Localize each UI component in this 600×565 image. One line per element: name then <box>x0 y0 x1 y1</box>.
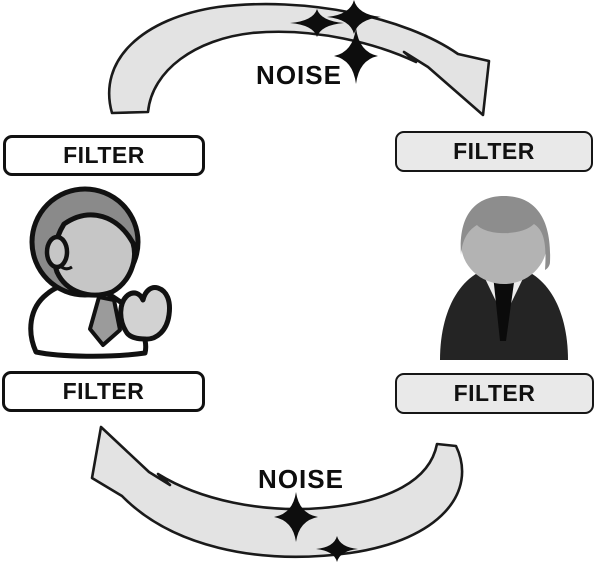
filter-label: FILTER <box>453 380 536 406</box>
bottom-noise-arrow-icon <box>90 425 464 562</box>
businessperson-hair <box>460 196 551 270</box>
sparkle-icon-group-top <box>290 0 381 84</box>
filter-box-bottom-right: FILTER <box>395 373 594 414</box>
businessperson-tie <box>493 266 515 341</box>
sparkle-icon-group-bottom <box>274 492 358 562</box>
noise-label-bottom: NOISE <box>258 464 344 494</box>
sparkle-icon <box>290 9 344 37</box>
sparkle-icon <box>334 28 378 84</box>
sparkle-icon <box>316 536 358 562</box>
speaker-hand <box>118 285 172 342</box>
noise-label-top: NOISE <box>256 60 342 90</box>
filter-label: FILTER <box>63 142 145 168</box>
speaker-ear <box>44 234 70 270</box>
filter-label: FILTER <box>453 138 535 164</box>
filter-box-top-right: FILTER <box>395 131 593 172</box>
sparkle-icon <box>274 492 318 542</box>
speaker-ear-line <box>59 264 73 271</box>
speaker-person-icon <box>28 186 172 359</box>
businessperson-icon <box>440 196 568 360</box>
speaker-tie <box>88 295 122 347</box>
filter-box-top-left: FILTER <box>3 135 205 176</box>
top-noise-arrow-icon <box>107 0 491 117</box>
sparkle-icon <box>327 0 381 34</box>
filter-box-bottom-left: FILTER <box>2 371 205 412</box>
filter-label: FILTER <box>62 378 145 404</box>
